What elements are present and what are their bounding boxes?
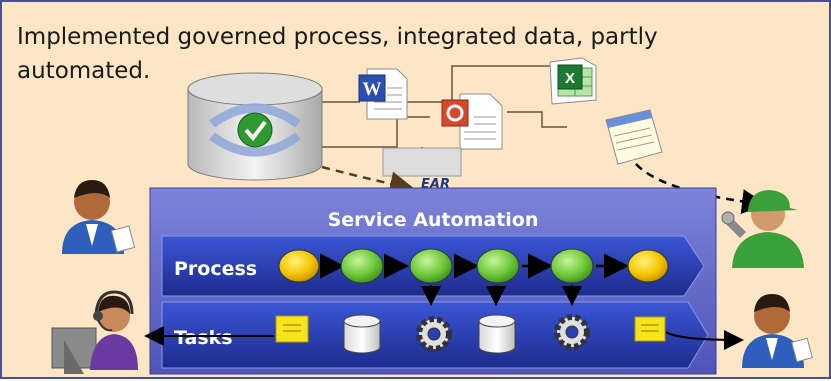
tasks-lane-label: Tasks [174, 327, 233, 349]
service-engineer-icon [721, 190, 804, 268]
cylinder-icon [478, 314, 516, 354]
start-node [278, 249, 320, 283]
user-left-icon [62, 180, 136, 254]
cylinder-icon [343, 314, 381, 354]
deploy-arrow [321, 165, 415, 197]
process-step-node [409, 248, 453, 284]
database-sync-icon [187, 72, 323, 181]
powerpoint-document-icon [441, 93, 503, 150]
word-document-icon: W [358, 68, 408, 120]
gear-icon [416, 316, 452, 352]
process-step-node [550, 248, 594, 284]
process-nodes [278, 248, 669, 284]
svg-text:W: W [363, 79, 382, 100]
to-user-arrow [665, 329, 744, 350]
end-node [627, 249, 669, 283]
service-automation-title: Service Automation [328, 209, 539, 231]
svg-text:X: X [565, 70, 575, 87]
note-icon [634, 316, 666, 342]
slide-caption: Implemented governed process, integrated… [17, 24, 658, 84]
process-step-node [340, 248, 384, 284]
task-link-arrows [421, 285, 582, 306]
process-lane-label: Process [174, 258, 257, 280]
user-right-icon [742, 294, 813, 368]
notepad-document-icon [605, 109, 663, 165]
gear-icon [554, 314, 590, 350]
notify-engineer-arrow [635, 163, 767, 215]
call-center-agent-icon [51, 290, 138, 374]
note-icon [275, 315, 309, 343]
process-step-node [476, 248, 520, 284]
excel-document-icon: X [549, 57, 597, 105]
